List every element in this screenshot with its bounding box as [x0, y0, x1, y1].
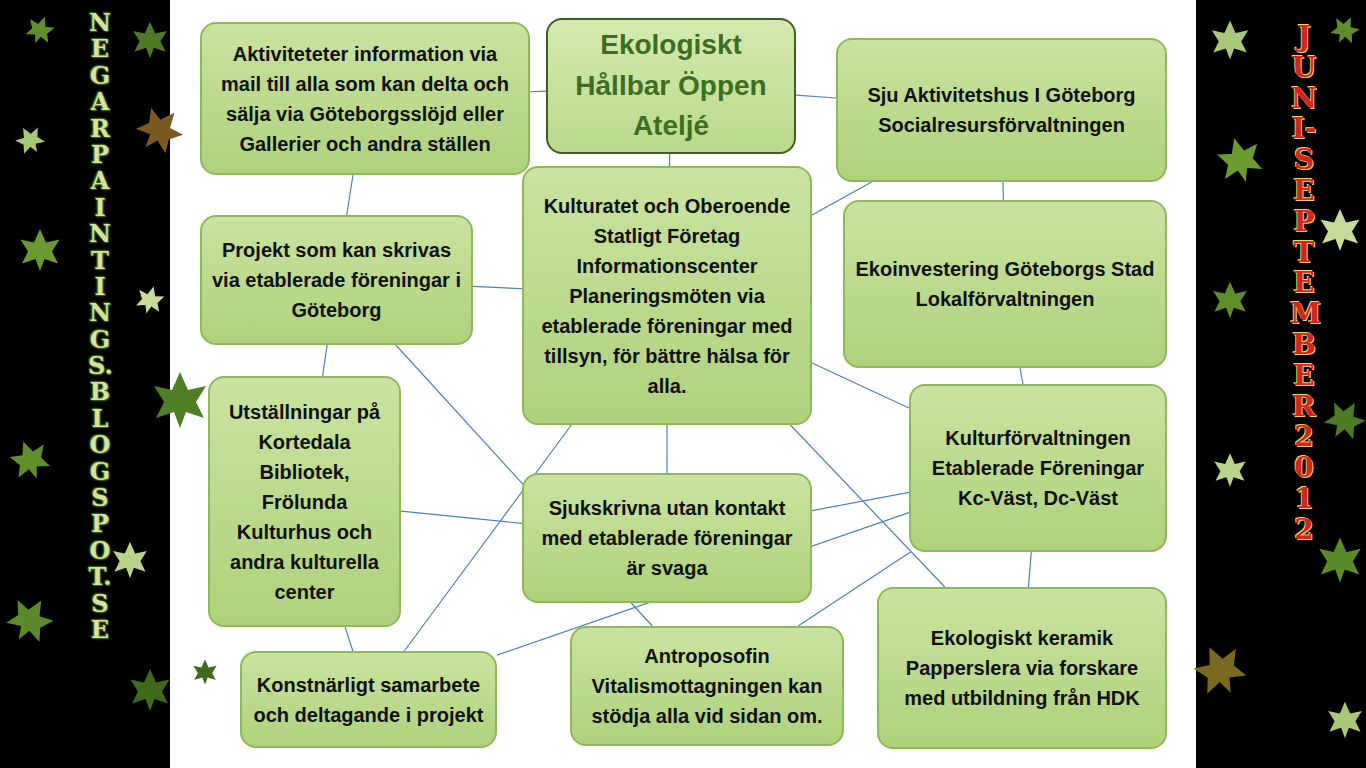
process-box: Aktiviteteter information via mail till … [200, 22, 530, 175]
process-box: Kulturförvaltningen Etablerade Föreninga… [909, 384, 1167, 552]
connector-stroke [796, 95, 836, 98]
connector-line [347, 175, 353, 215]
process-box: Antroposofin Vitalismottagningen kan stö… [570, 626, 844, 746]
box-text: Kulturatet och Oberoende Statligt Företa… [524, 191, 810, 401]
connector-stroke [812, 492, 909, 510]
connector-line [812, 363, 909, 408]
box-text: Ekoinvestering Göteborgs Stad Lokalförva… [845, 254, 1165, 314]
connector-stroke [345, 627, 353, 651]
process-box: Konstnärligt samarbete och deltagande i … [240, 651, 497, 748]
process-box: Kulturatet och Oberoende Statligt Företa… [522, 166, 812, 425]
connector-line [1002, 182, 1003, 200]
connector-stroke [1020, 368, 1023, 384]
connector-stroke [669, 154, 670, 166]
process-box: Sjukskrivna utan kontakt med etablerade … [522, 473, 812, 603]
title-box: Ekologiskt Hållbar Öppen Ateljé [546, 18, 796, 154]
connector-line [812, 492, 909, 510]
box-text: Utställningar på Kortedala Bibliotek, Fr… [210, 397, 399, 607]
connector-stroke [530, 91, 546, 93]
side-band [0, 0, 170, 768]
connector-stroke [812, 363, 909, 408]
connector-stroke [1028, 552, 1031, 587]
box-text: Kulturförvaltningen Etablerade Föreninga… [911, 423, 1165, 513]
connector-line [323, 345, 327, 376]
connector-line [1028, 552, 1031, 587]
connector-line [473, 286, 522, 288]
connector-line [530, 91, 546, 93]
process-box: Utställningar på Kortedala Bibliotek, Fr… [208, 376, 401, 627]
box-text: Konstnärligt samarbete och deltagande i … [242, 670, 495, 730]
connector-line [1020, 368, 1023, 384]
process-box: Projekt som kan skrivas via etablerade f… [200, 215, 473, 345]
connector-line [669, 154, 670, 166]
box-text: Ekologiskt keramik Papperslera via forsk… [879, 623, 1165, 713]
connector-stroke [1002, 182, 1004, 200]
connector-line [345, 627, 353, 651]
connector-line [667, 425, 668, 473]
box-text: Projekt som kan skrivas via etablerade f… [202, 235, 471, 325]
box-text: Sju Aktivitetshus I Göteborg Socialresur… [838, 80, 1165, 140]
connector-stroke [666, 425, 667, 473]
connector-line [796, 95, 836, 98]
process-box: Ekoinvestering Göteborgs Stad Lokalförva… [843, 200, 1167, 368]
process-box: Ekologiskt keramik Papperslera via forsk… [877, 587, 1167, 749]
side-band [1196, 0, 1366, 768]
box-text: Ekologiskt Hållbar Öppen Ateljé [548, 25, 794, 147]
connector-stroke [347, 175, 353, 215]
watermark-text: NEGARPAINTINGS.BLOGSPOT.SE [88, 10, 112, 643]
connector-stroke [323, 345, 327, 376]
watermark-text: JUNI-SEPTEMBER 2012 [1290, 22, 1318, 546]
box-text: Sjukskrivna utan kontakt med etablerade … [524, 493, 810, 583]
box-text: Antroposofin Vitalismottagningen kan stö… [572, 641, 842, 731]
process-box: Sju Aktivitetshus I Göteborg Socialresur… [836, 38, 1167, 182]
box-text: Aktiviteteter information via mail till … [202, 39, 528, 159]
connector-stroke [473, 286, 522, 288]
